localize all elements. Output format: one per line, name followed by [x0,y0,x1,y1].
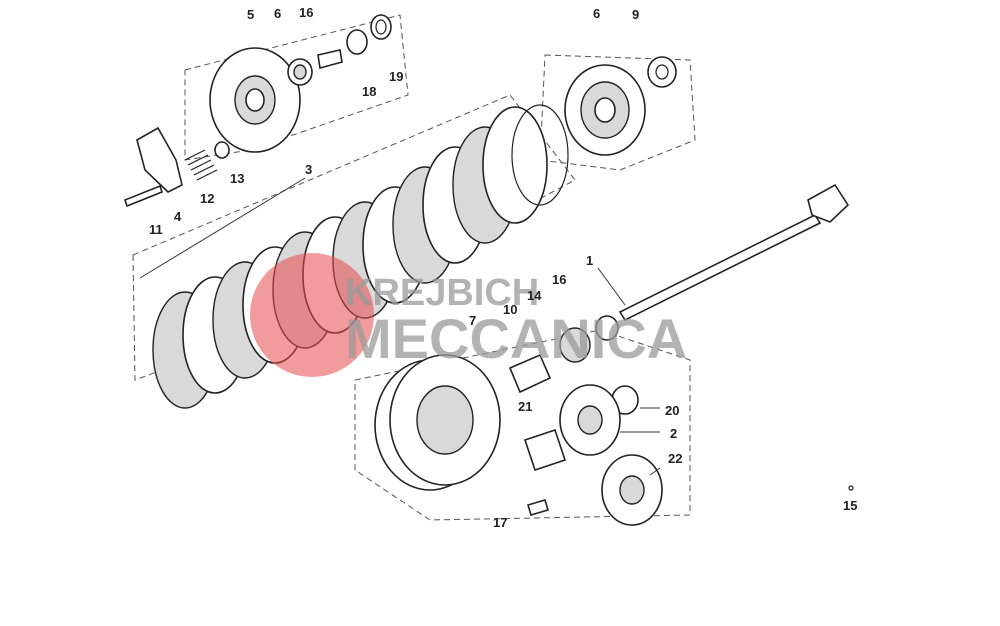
callout-5: 5 [247,7,254,22]
gear-22 [601,454,663,526]
slave-piston [807,183,850,223]
callout-9: 9 [632,7,639,22]
sleeve-21 [523,428,567,472]
gear-2 [559,384,621,456]
leader-3 [139,177,306,279]
bolt-11 [124,184,163,208]
watermark-logo: KREJBICH MECCANICA [250,253,687,377]
bearing-upper [287,58,313,86]
thrust-washer-9-inner [655,64,669,80]
callout-1: 1 [586,253,593,268]
part-15-dot [848,485,854,491]
callout-17: 17 [493,515,507,530]
callout-3: 3 [305,162,312,177]
callout-11: 11 [149,222,163,237]
spring-retainer-4 [136,126,183,193]
callout-19: 19 [389,69,403,84]
upper-assembly-box [184,14,409,161]
thrust-washer-9 [647,56,677,88]
watermark-line1: KREJBICH [345,272,539,314]
callout-16-lower: 16 [552,272,566,287]
leader-1 [597,267,626,306]
spring-12 [184,149,218,181]
ring-19-inner [375,19,387,35]
callout-2: 2 [670,426,677,441]
clutch-inner-hub [564,64,646,156]
callout-15: 15 [843,498,857,513]
callout-21: 21 [518,399,532,414]
push-rod-1 [618,213,822,322]
bearing-18 [346,29,368,55]
callout-7: 7 [469,313,476,328]
watermark-line2: MECCANICA [345,307,687,370]
callout-10: 10 [503,302,517,317]
bushing-14 [559,327,591,363]
callout-20: 20 [665,403,679,418]
leader-22 [649,467,661,476]
spacer-10 [508,353,552,394]
push-piece-upper [317,49,343,70]
bearing-16-lower [595,315,619,341]
ring-19 [370,14,392,40]
callout-18: 18 [362,84,376,99]
clutch-housing-basket [374,354,501,491]
bolt-17 [527,499,549,516]
washer-13 [214,141,230,159]
callout-6-right: 6 [593,6,600,21]
callout-6-upper: 6 [274,6,281,21]
callout-14: 14 [527,288,542,303]
callout-4: 4 [174,209,182,224]
callout-16-upper: 16 [299,5,313,20]
callout-12: 12 [200,191,214,206]
callout-13: 13 [230,171,244,186]
callout-22: 22 [668,451,682,466]
pressure-plate [209,47,301,153]
